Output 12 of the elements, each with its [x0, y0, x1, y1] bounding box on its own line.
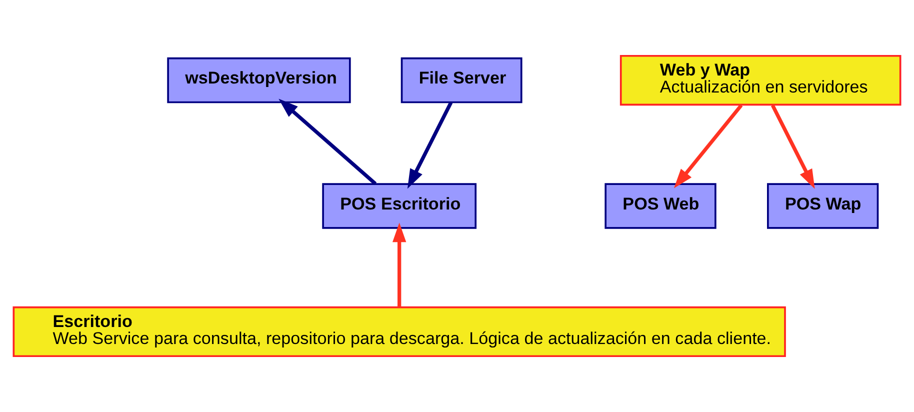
- node-box: POS Wap: [767, 183, 879, 229]
- node-box: Web y Wap Actualización en servidores: [620, 54, 902, 106]
- node-box: POS Escritorio: [322, 183, 477, 229]
- arrow: [674, 104, 743, 188]
- node-box: POS Web: [604, 183, 716, 229]
- arrow: [407, 102, 453, 189]
- node-box: Escritorio Web Service para consulta, repositorio para descarga. Lógica de actualización en cada cliente.: [12, 306, 786, 358]
- arrow: [392, 222, 406, 307]
- arrow: [278, 98, 377, 186]
- node-box: wsDesktopVersion: [167, 57, 351, 104]
- node-box: File Server: [400, 57, 522, 104]
- arrow: [770, 104, 815, 189]
